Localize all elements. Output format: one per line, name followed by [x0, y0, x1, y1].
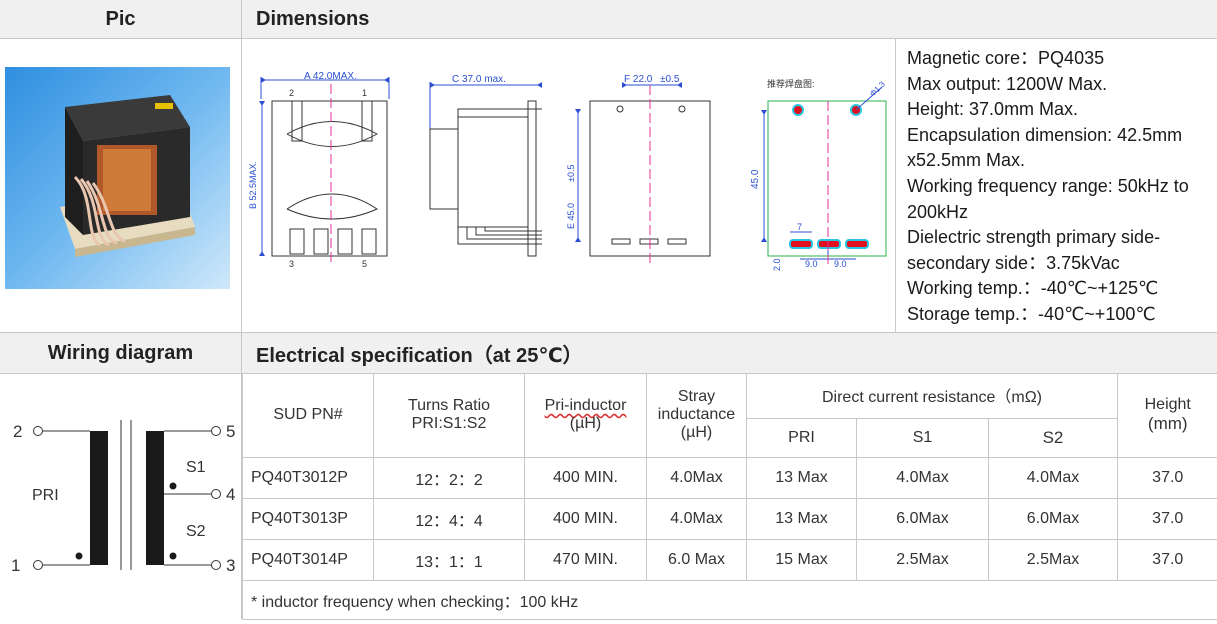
header-pri-inductor: Pri-inductor(µH) [525, 373, 647, 457]
spec-line: Dielectric strength primary side- [907, 225, 1212, 251]
v1-pin-1: 1 [362, 88, 367, 98]
transformer-photo-icon [5, 67, 230, 289]
spec-line: Working frequency range: 50kHz to [907, 174, 1212, 200]
cell-pn: PQ40T3013P [243, 498, 374, 539]
v2-depth-label: C 37.0 max. [452, 74, 506, 85]
spec-line: Max output: 1200W Max. [907, 72, 1212, 98]
cell-stray: 4.0Max [647, 498, 747, 539]
product-photo [5, 67, 230, 289]
v3-f-tolerance-label: ±0.5 [660, 74, 680, 85]
electrical-header: Electrical specification（at 25℃） [242, 333, 1217, 373]
dimensions-header: Dimensions [242, 0, 1217, 38]
spec-line: Working temp.：-40℃~+125℃ [907, 276, 1212, 302]
v3-e-tolerance-label: ±0.5 [566, 165, 576, 182]
table-footnote: * inductor frequency when checking：100 k… [243, 580, 1217, 619]
cell-height: 37.0 [1118, 539, 1217, 580]
cell-pn: PQ40T3012P [243, 457, 374, 498]
dimension-drawings: A 42.0MAX. B 52.5MAX. 2 1 3 5 C 37.0 max… [242, 39, 895, 332]
header-dcr-pri: PRI [747, 418, 857, 457]
pic-header: Pic [0, 0, 241, 38]
spec-line: Magnetic core：PQ4035 [907, 46, 1212, 72]
wiring-diagram: 2 1 5 4 3 PRI S1 S2 [0, 374, 241, 619]
cell-pri-ind: 400 MIN. [525, 498, 647, 539]
spec-line: Storage temp.：-40℃~+100℃ [907, 302, 1212, 328]
cell-dcr-s2: 6.0Max [989, 498, 1118, 539]
spec-line: secondary side：3.75kVac [907, 251, 1212, 277]
wiring-header: Wiring diagram [0, 333, 241, 373]
wiring-pin-4: 4 [226, 485, 235, 504]
cell-turns: 13：1：1 [374, 539, 525, 580]
wiring-pin-2: 2 [13, 422, 22, 441]
cell-dcr-pri: 13 Max [747, 498, 857, 539]
wiring-pin-3: 3 [226, 556, 235, 575]
wiring-s1-label: S1 [186, 459, 206, 476]
v1-height-label: B 52.5MAX. [248, 161, 258, 209]
cell-stray: 4.0Max [647, 457, 747, 498]
cell-dcr-s1: 6.0Max [857, 498, 989, 539]
v4-pad-width-label: 7 [797, 222, 802, 232]
cell-pri-ind: 470 MIN. [525, 539, 647, 580]
header-height: Height(mm) [1118, 373, 1217, 457]
cell-dcr-s1: 2.5Max [857, 539, 989, 580]
side-view [430, 82, 542, 256]
cell-stray: 6.0 Max [647, 539, 747, 580]
v4-hole-label: Φ1.3 [868, 79, 887, 98]
spec-line: Height: 37.0mm Max. [907, 97, 1212, 123]
bottom-view [575, 82, 710, 264]
v1-pin-3: 3 [289, 259, 294, 269]
wiring-pin-5: 5 [226, 422, 235, 441]
v1-pin-2: 2 [289, 88, 294, 98]
cell-dcr-pri: 15 Max [747, 539, 857, 580]
front-view [259, 77, 389, 264]
header-dcr: Direct current resistance（mΩ) [747, 373, 1118, 418]
v4-gap-label: 2.0 [772, 258, 782, 271]
v3-pitch-f-label: F 22.0 [624, 74, 653, 85]
wiring-pin-1: 1 [11, 556, 20, 575]
cell-turns: 12：2：2 [374, 457, 525, 498]
dimensions-header-text: Dimensions [256, 8, 369, 31]
wiring-header-text: Wiring diagram [48, 342, 193, 365]
v1-width-label: A 42.0MAX. [304, 71, 357, 82]
electrical-header-text: Electrical specification（at 25℃） [256, 339, 583, 368]
wiring-s2-label: S2 [186, 523, 206, 540]
pad-layout-view [761, 87, 886, 264]
v3-pitch-e-label: E 45.0 [566, 203, 576, 229]
header-dcr-s1: S1 [857, 418, 989, 457]
spec-line: Encapsulation dimension: 42.5mm [907, 123, 1212, 149]
cell-dcr-s2: 4.0Max [989, 457, 1118, 498]
outline-drawing: A 42.0MAX. B 52.5MAX. 2 1 3 5 C 37.0 max… [242, 39, 895, 332]
cell-pri-ind: 400 MIN. [525, 457, 647, 498]
v4-span-label: 45.0 [750, 169, 761, 189]
v1-pin-5: 5 [362, 259, 367, 269]
cell-turns: 12：4：4 [374, 498, 525, 539]
cell-pn: PQ40T3014P [243, 539, 374, 580]
pic-header-text: Pic [105, 8, 135, 31]
wiring-pri-label: PRI [32, 487, 59, 504]
header-dcr-s2: S2 [989, 418, 1118, 457]
spec-line: x52.5mm Max. [907, 148, 1212, 174]
cell-dcr-pri: 13 Max [747, 457, 857, 498]
cell-height: 37.0 [1118, 498, 1217, 539]
spec-line: 200kHz [907, 200, 1212, 226]
v4-title-label: 推荐焊盘图: [767, 78, 815, 89]
header-sud-pn: SUD PN# [243, 373, 374, 457]
cell-dcr-s2: 2.5Max [989, 539, 1118, 580]
wiring-schematic: 2 1 5 4 3 PRI S1 S2 [0, 374, 241, 619]
v4-pitch-1-label: 9.0 [805, 259, 818, 269]
cell-dcr-s1: 4.0Max [857, 457, 989, 498]
v4-pitch-2-label: 9.0 [834, 259, 847, 269]
cell-height: 37.0 [1118, 457, 1217, 498]
